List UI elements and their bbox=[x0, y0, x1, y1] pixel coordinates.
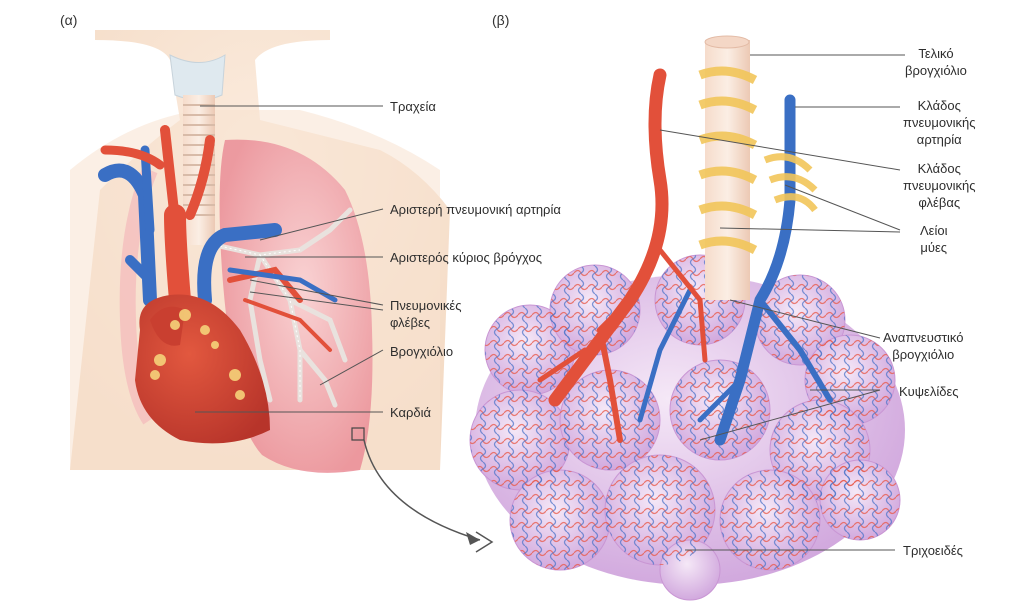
label-respiratory-bronchiole: Αναπνευστικό βρογχιόλιο bbox=[883, 329, 963, 363]
label-pulmonary-artery-branch-line2: πνευμονικής bbox=[903, 114, 975, 131]
terminal-bronchiole bbox=[700, 36, 755, 300]
label-pulmonary-artery-branch-line1: Κλάδος bbox=[903, 97, 975, 114]
label-pulmonary-veins-line1: Πνευμονικές bbox=[390, 297, 461, 314]
label-pulmonary-vein-branch-line3: φλέβας bbox=[903, 194, 975, 211]
label-terminal-bronchiole-line1: Τελικό bbox=[905, 45, 967, 62]
label-left-main-bronchus: Αριστερός κύριος βρόγχος bbox=[390, 249, 542, 266]
label-pulmonary-vein-branch-line2: πνευμονικής bbox=[903, 177, 975, 194]
label-respiratory-bronchiole-line1: Αναπνευστικό bbox=[883, 329, 963, 346]
label-pulmonary-vein-branch: Κλάδος πνευμονικής φλέβας bbox=[903, 160, 975, 211]
label-terminal-bronchiole-line2: βρογχιόλιο bbox=[905, 62, 967, 79]
label-pulmonary-vein-branch-line1: Κλάδος bbox=[903, 160, 975, 177]
label-capillaries: Τριχοειδές bbox=[903, 542, 963, 559]
label-smooth-muscle-line1: Λείοι bbox=[920, 222, 948, 239]
label-pulmonary-artery-branch: Κλάδος πνευμονικής αρτηρία bbox=[903, 97, 975, 148]
label-alveoli: Κυψελίδες bbox=[899, 383, 959, 400]
label-trachea: Τραχεία bbox=[390, 98, 436, 115]
label-pulmonary-veins: Πνευμονικές φλέβες bbox=[390, 297, 461, 331]
label-terminal-bronchiole: Τελικό βρογχιόλιο bbox=[905, 45, 967, 79]
label-pulmonary-artery-branch-line3: αρτηρία bbox=[903, 131, 975, 148]
label-pulmonary-veins-line2: φλέβες bbox=[390, 314, 461, 331]
label-respiratory-bronchiole-line2: βρογχιόλιο bbox=[883, 346, 963, 363]
label-smooth-muscle-line2: μύες bbox=[920, 239, 948, 256]
alveolar-cluster bbox=[470, 255, 905, 600]
panel-label-b: (β) bbox=[492, 12, 509, 28]
label-left-pulmonary-artery: Αριστερή πνευμονική αρτηρία bbox=[390, 201, 561, 218]
label-heart: Καρδιά bbox=[390, 404, 431, 421]
label-bronchiole: Βρογχιόλιο bbox=[390, 343, 453, 360]
panel-label-a: (α) bbox=[60, 12, 77, 28]
label-smooth-muscle: Λείοι μύες bbox=[920, 222, 948, 256]
